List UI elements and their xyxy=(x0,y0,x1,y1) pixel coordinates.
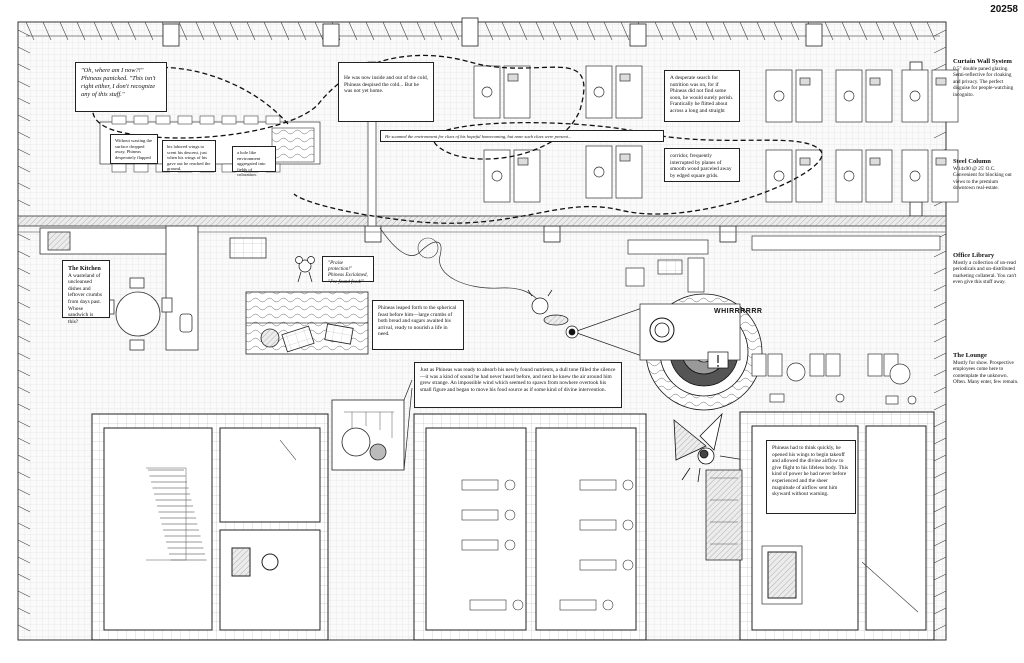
crumb-detail-panel xyxy=(245,291,369,355)
sidebar-heading: Curtain Wall System xyxy=(953,58,1012,65)
curtain-wall-mullions-left xyxy=(17,29,31,632)
opening-quote-note: "Oh, where am I now?!" Phineas panicked.… xyxy=(75,62,167,112)
sidebar-body: 0.5" double paned glazing. Semi-reflecti… xyxy=(953,66,1014,98)
escape-note: Phineas had to think quickly, he opened … xyxy=(766,440,856,514)
sidebar-body: W14x90 @ 25' O.C. Convenient for blockin… xyxy=(953,166,1012,192)
sidebar-curtain-wall: Curtain Wall System 0.5" double paned gl… xyxy=(953,58,1019,98)
crumb-zoom-diagram xyxy=(331,379,413,471)
corridor-note: corridor, frequently interrupted by plan… xyxy=(664,148,740,182)
wasting-note-3: a hole like environment aggregated into … xyxy=(232,146,276,177)
sidebar-steel-column: Steel Column W14x90 @ 25' O.C. Convenien… xyxy=(953,158,1019,192)
whir-story-note: Just as Phineas was ready to absorb his … xyxy=(414,362,622,408)
cutaway-stair-block xyxy=(91,413,329,641)
wasting-note-1: Without wasting the surface dropped away… xyxy=(110,134,158,164)
flight-path xyxy=(92,54,823,224)
phineas-fly-vacuum xyxy=(527,289,579,339)
phineas-fly-kitchen xyxy=(295,256,315,283)
lounge-area xyxy=(751,353,917,405)
falling-shelf xyxy=(705,469,743,561)
workstations xyxy=(473,65,959,203)
sidebar-office-library: Office Library Mostly a collection of un… xyxy=(953,252,1019,286)
kitchen-title: The Kitchen xyxy=(68,265,101,272)
sidebar-heading: The Lounge xyxy=(953,352,987,359)
cutaway-restroom-block xyxy=(413,413,647,641)
kitchen-note: The Kitchen A wasteland of uncleansed di… xyxy=(62,260,110,325)
scanned-note: He scanned the environment for clues of … xyxy=(380,130,664,142)
phineas-fly-escape xyxy=(673,412,723,483)
sidebar-body: Mostly a collection of un-read periodica… xyxy=(953,260,1017,286)
steel-columns xyxy=(162,17,923,243)
exclaim-note: "Praise protection!" Phineas Exclaimed, … xyxy=(322,256,374,285)
kitchen-body: A wasteland of uncleansed dishes and lef… xyxy=(68,272,102,325)
whir-sound-effect: WHIRRRRRR xyxy=(714,308,763,315)
office-library xyxy=(625,235,941,293)
curtain-wall-mullions xyxy=(25,21,936,41)
zoom-callout-lines xyxy=(573,307,643,357)
sidebar-lounge: The Lounge Mostly for show. Prospective … xyxy=(953,352,1019,386)
vacuum-cord xyxy=(379,227,539,301)
sheet-number: 20258 xyxy=(990,4,1018,15)
search-note: A desperate search for nutrition was on,… xyxy=(664,70,740,122)
sidebar-body: Mostly for show. Prospective employees c… xyxy=(953,360,1019,386)
cold-entry-note: He was now inside and out of the cold, P… xyxy=(338,62,434,122)
sidebar-heading: Office Library xyxy=(953,252,995,259)
wasting-note-2: his labored wings to scent his descent, … xyxy=(162,140,216,172)
crumbs-note: Phineas leaped forth to the spherical fe… xyxy=(372,300,464,350)
sidebar-heading: Steel Column xyxy=(953,158,991,165)
